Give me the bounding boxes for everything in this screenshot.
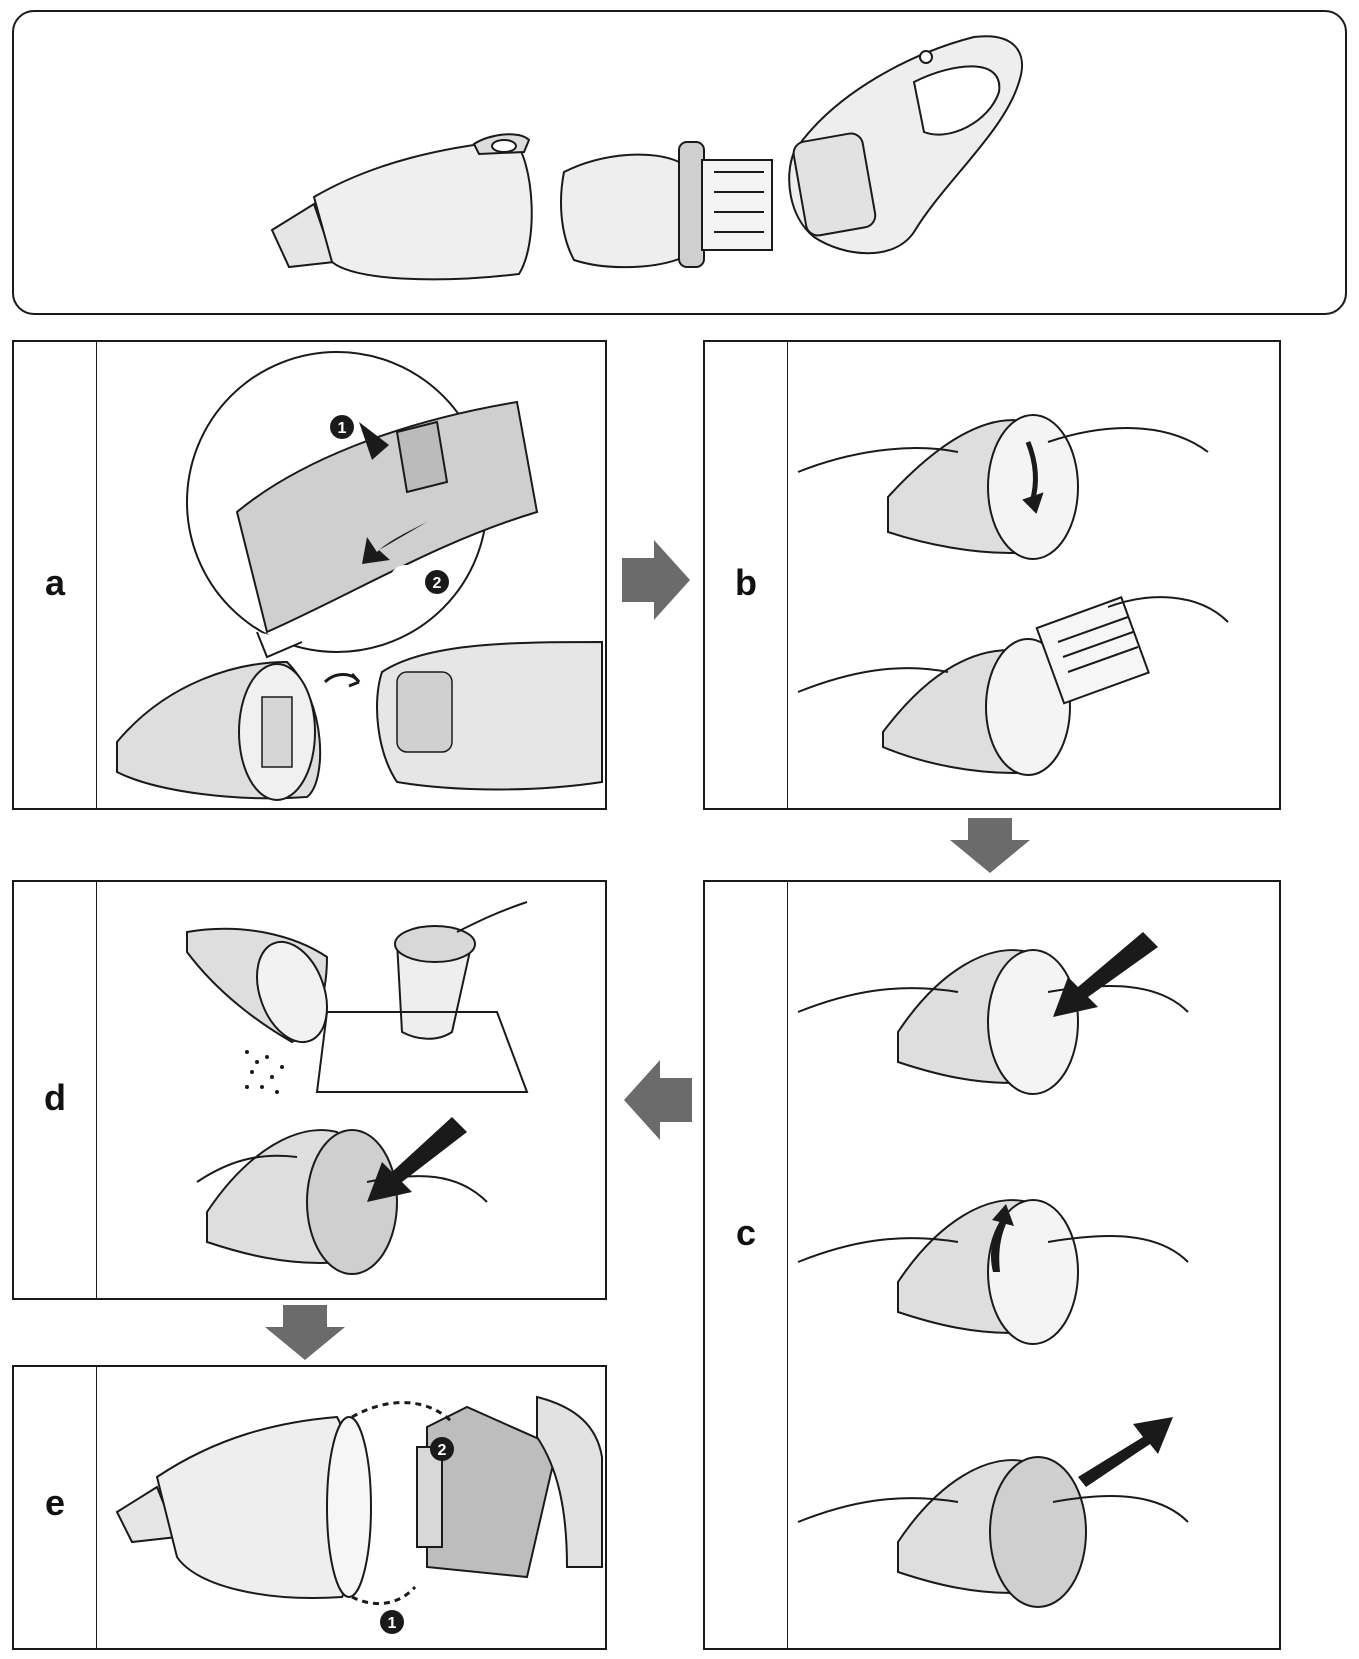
step-b-illustration [788,342,1279,808]
step-e-illustration: 2 1 [97,1367,605,1648]
flow-arrow-a-to-b [622,540,690,620]
step-a-illustration: 1 2 [97,342,605,808]
step-a-panel: a 1 2 [12,340,607,810]
step-c-illustration [788,882,1279,1648]
flow-arrow-d-to-e [265,1305,345,1360]
step-c-label: c [735,1212,757,1253]
filter-part [560,141,773,269]
step-a-label: a [44,562,66,603]
pull-arrow-icon [1078,1417,1173,1487]
step-b-label: b [735,562,757,603]
step-e-label-column [14,1367,97,1648]
callout-e2-text: 2 [438,1442,447,1459]
step-d-label: d [44,1077,66,1118]
step-d-label-column [14,882,97,1298]
exploded-view-illustration [270,35,1023,281]
callout-e1-text: 1 [388,1615,397,1632]
nozzle-part [270,133,533,281]
reinsert-arrow-icon [367,1117,467,1202]
step-d-panel: d [12,880,607,1300]
step-e-label: e [44,1482,66,1523]
callout-e1-icon [380,1610,404,1634]
callout-1-icon [330,415,354,439]
step-c-label-column [705,882,788,1648]
insert-arrow-icon [1053,932,1158,1017]
flow-arrow-b-to-c [950,818,1030,873]
step-e-panel: e 2 1 [12,1365,607,1650]
rotate-arrow-icon [362,522,427,564]
step-b-panel: b [703,340,1281,810]
attach-path-2 [351,1401,454,1424]
main-body-part [788,35,1023,255]
callout-1-text: 1 [338,420,347,437]
callout-2-icon [425,570,449,594]
twist-arrow-icon [990,1204,1014,1272]
press-arrow-icon [359,422,389,460]
step-b-label-column [705,342,788,808]
dust-particles [245,1050,284,1094]
step-d-illustration [97,882,605,1298]
attach-path-1 [351,1585,417,1606]
overview-panel [12,10,1347,315]
callout-2-text: 2 [433,575,442,592]
step-a-label-column [14,342,97,808]
release-button-icon [390,565,420,595]
step-c-panel: c [703,880,1281,1650]
flow-arrow-c-to-d [624,1060,692,1140]
callout-e2-icon [430,1437,454,1461]
